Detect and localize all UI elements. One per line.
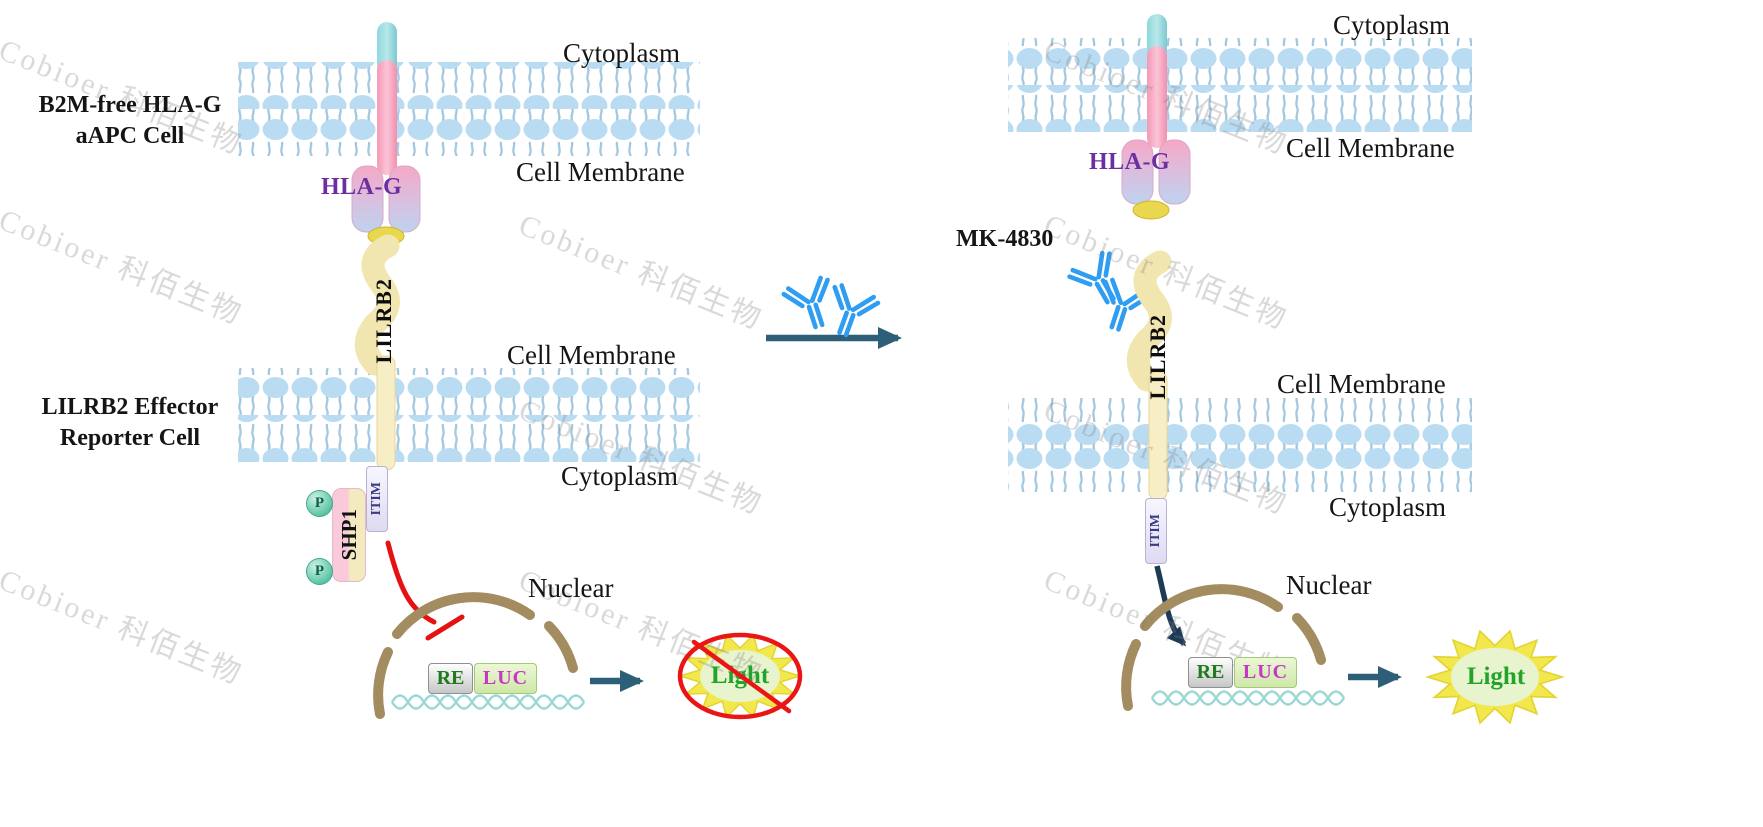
hla-g-receptor-right: [1121, 14, 1191, 220]
right-luc-gene: LUC: [1234, 657, 1297, 688]
left-cell-membrane-mid-label: Cell Membrane: [507, 340, 676, 370]
inhibition-arrow: [385, 540, 465, 641]
left-shp1-protein: SHP1: [332, 488, 366, 582]
right-lilrb2-label: LILRB2: [1145, 314, 1170, 400]
mk4830-label: MK-4830: [956, 226, 1054, 252]
right-re-element: RE: [1188, 657, 1233, 688]
right-cell-membrane-mid-label: Cell Membrane: [1277, 369, 1446, 399]
right-bottom-membrane: [1008, 398, 1472, 492]
left-hla-g-label: HLA-G: [321, 174, 403, 200]
left-cell2-label: LILRB2 Effector Reporter Cell: [8, 392, 252, 454]
left-nuclear-label: Nuclear: [528, 573, 614, 603]
left-light-label: Light: [710, 662, 770, 689]
left-re-element: RE: [428, 663, 473, 694]
left-cell-membrane-top-label: Cell Membrane: [516, 157, 685, 187]
left-itim-domain: ITIM: [366, 466, 388, 532]
right-hla-g-label: HLA-G: [1089, 149, 1171, 175]
left-cell2-line1: LILRB2 Effector: [41, 394, 219, 420]
antibody-icon: [821, 283, 880, 341]
dna-strand-right: [1150, 690, 1346, 706]
left-bottom-membrane: [238, 368, 700, 462]
left-cell1-line2: aAPC Cell: [75, 123, 185, 150]
right-light-label: Light: [1466, 663, 1526, 690]
right-nuclear-label: Nuclear: [1286, 570, 1372, 600]
left-cell2-line2: Reporter Cell: [59, 425, 201, 452]
light-signal-active: [1426, 630, 1564, 724]
lilrb2-receptor-right: [1126, 250, 1172, 501]
hla-g-receptor-left: [351, 22, 421, 246]
phosphate-badge: P: [306, 558, 333, 585]
right-cytoplasm-top-label: Cytoplasm: [1333, 10, 1451, 40]
phosphate-badge: P: [306, 490, 333, 517]
left-cell1-line1: B2M-free HLA-G: [38, 92, 222, 118]
left-luc-gene: LUC: [474, 663, 537, 694]
right-cell-membrane-top-label: Cell Membrane: [1286, 133, 1455, 163]
left-cell1-label: B2M-free HLA-G aAPC Cell: [8, 90, 252, 152]
nuclear-envelope-right: [1121, 584, 1326, 711]
right-cytoplasm-bottom-label: Cytoplasm: [1329, 492, 1447, 522]
left-cytoplasm-top-label: Cytoplasm: [563, 38, 681, 68]
left-top-membrane: [238, 62, 700, 156]
right-itim-domain: ITIM: [1145, 498, 1167, 564]
dna-strand-left: [390, 694, 586, 710]
left-cytoplasm-bottom-label: Cytoplasm: [561, 461, 679, 491]
antibody-icon: [783, 276, 841, 333]
nuclear-envelope-left: [373, 592, 578, 719]
right-top-membrane: [1008, 38, 1472, 132]
activation-arrow: [1154, 565, 1187, 647]
peptide-oval-right: [1132, 200, 1170, 220]
left-lilrb2-label: LILRB2: [371, 278, 396, 364]
